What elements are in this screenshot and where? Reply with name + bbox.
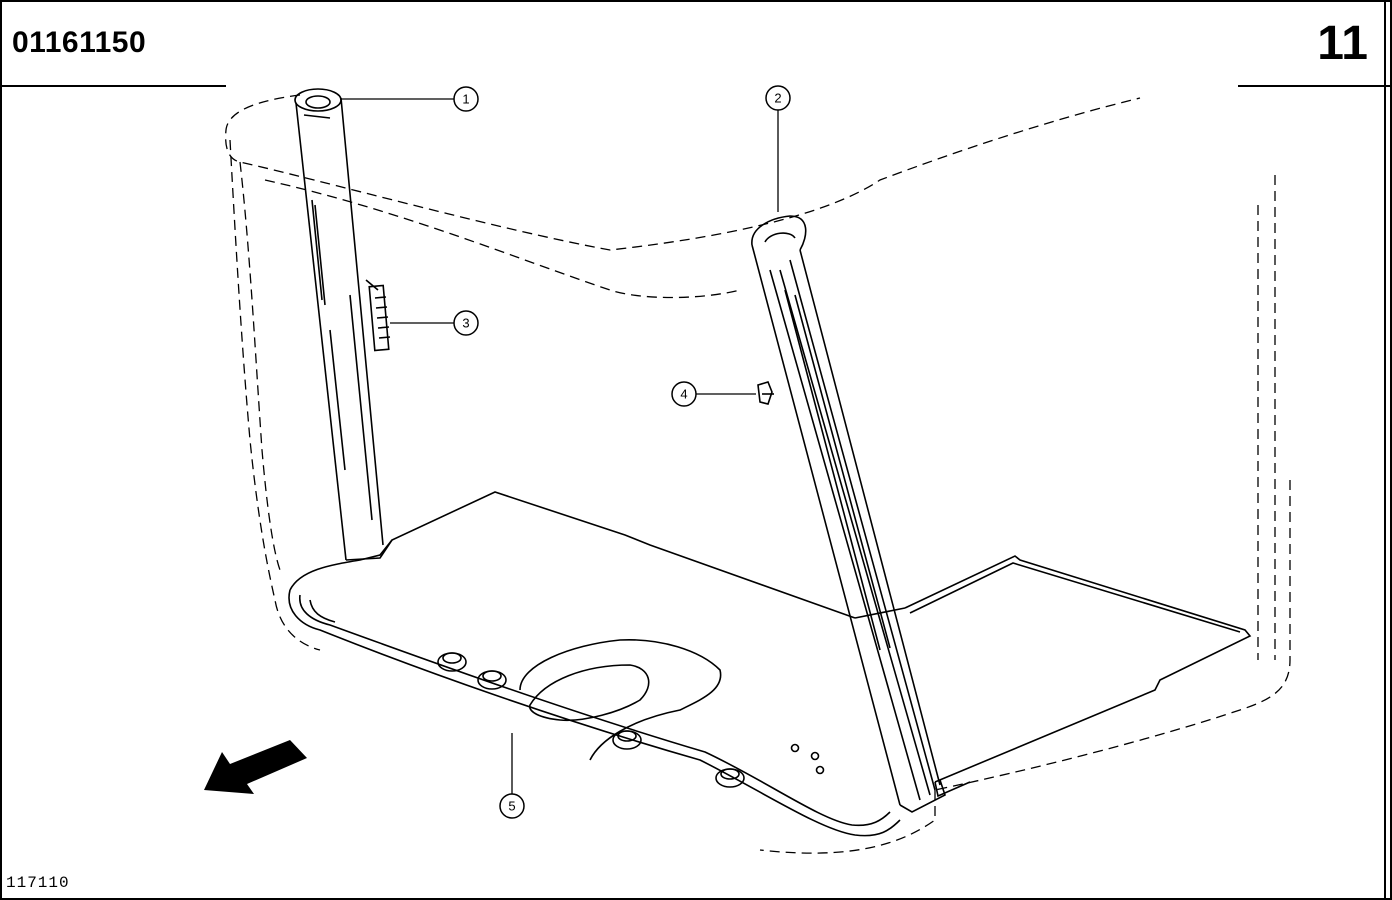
page-number: 11 <box>1317 17 1368 70</box>
callout-5-circle <box>499 793 525 819</box>
cabin-phantom-outline <box>224 94 1291 854</box>
figure-reference: 117110 <box>6 874 70 892</box>
callout-3-circle <box>453 310 479 336</box>
callout-2-circle <box>765 85 791 111</box>
small-clips <box>757 381 774 405</box>
floor-mat <box>288 491 1252 837</box>
callout-4-label: 4 <box>680 387 687 402</box>
right-pillar-trim <box>751 215 946 813</box>
callout-1-circle <box>453 86 479 112</box>
part-code: 01161150 <box>12 26 147 59</box>
callout-3-label: 3 <box>462 316 469 331</box>
direction-arrow-icon <box>204 740 307 794</box>
leader-lines <box>340 98 779 795</box>
callout-1-label: 1 <box>462 92 469 107</box>
left-pillar-trim <box>294 88 393 561</box>
callout-5-label: 5 <box>508 799 515 814</box>
callout-markers <box>453 85 791 819</box>
callout-4-circle <box>671 381 697 407</box>
callout-2-label: 2 <box>774 91 781 106</box>
callout-labels: 1 2 3 4 5 <box>462 91 781 814</box>
